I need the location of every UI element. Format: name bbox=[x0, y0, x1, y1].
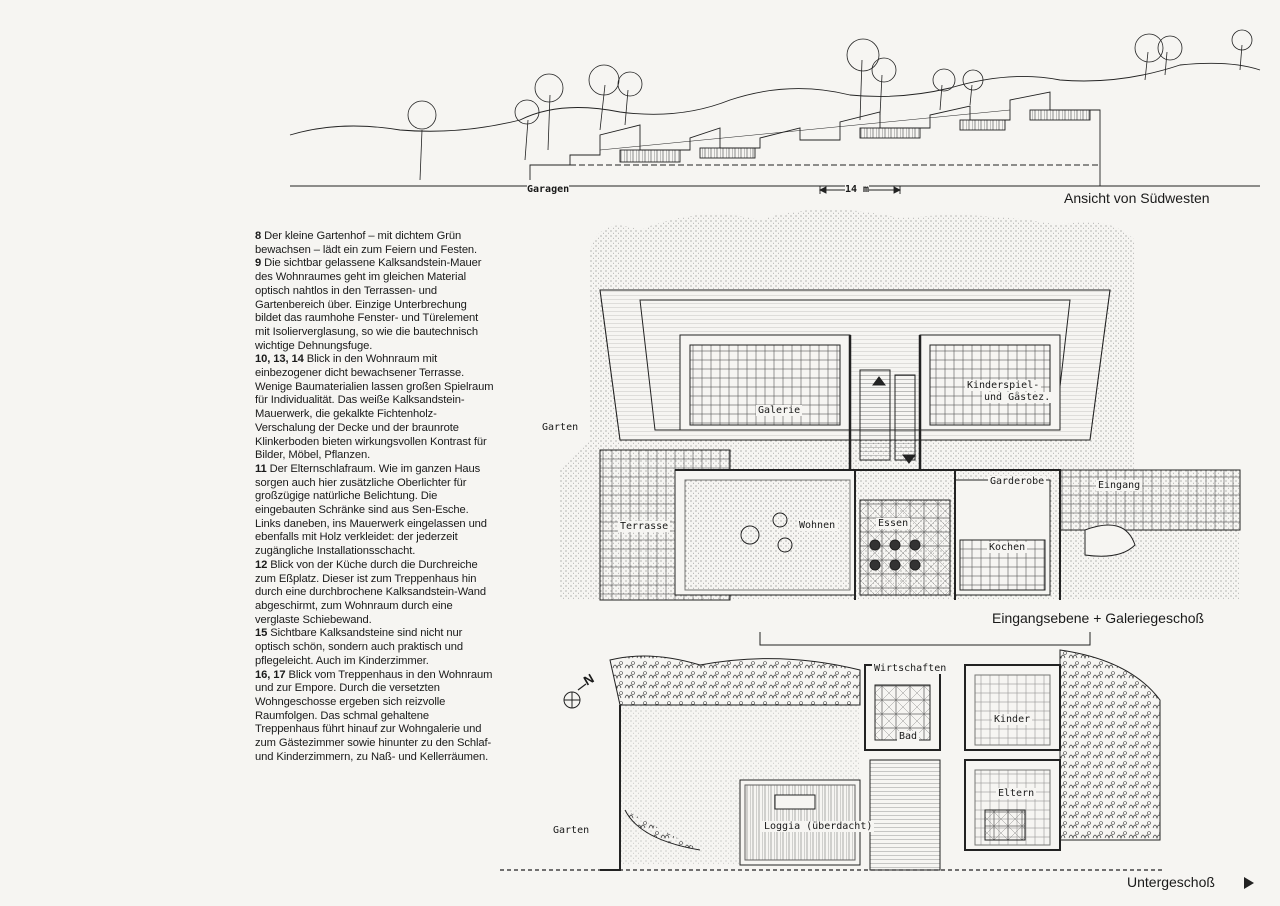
label-scale: 14 m bbox=[845, 184, 870, 195]
room-wohnen: Wohnen bbox=[797, 520, 838, 531]
lower-plan-drawing bbox=[500, 632, 1165, 871]
caption-number: 11 bbox=[255, 462, 267, 475]
label-garten-lower: Garten bbox=[553, 825, 590, 836]
next-page-arrow-icon bbox=[1244, 877, 1254, 889]
room-gaeste: und Gästez. bbox=[982, 392, 1053, 403]
room-kinderspiel: Kinderspiel- bbox=[965, 380, 1042, 391]
label-eingang: Eingang bbox=[1096, 480, 1143, 491]
caption-number: 8 bbox=[255, 230, 262, 242]
caption-text: Sichtbare Kalksandsteine sind nicht nur … bbox=[255, 627, 463, 667]
room-wirtschaften: Wirtschaften bbox=[872, 663, 949, 674]
caption-text: Die sichtbar gelassene Kalksandstein-Mau… bbox=[255, 257, 482, 352]
caption-number: 16, 17 bbox=[255, 668, 286, 681]
elevation-title: Ansicht von Südwesten bbox=[1064, 190, 1210, 206]
caption-text: Blick vom Treppenhaus in den Wohnraum un… bbox=[255, 668, 493, 763]
caption-number: 9 bbox=[255, 257, 262, 270]
caption-text: Der kleine Gartenhof – mit dichtem Grün … bbox=[255, 230, 478, 256]
caption-number: 12 bbox=[255, 558, 268, 571]
caption-item: 9 Die sichtbar gelassene Kalksandstein-M… bbox=[255, 257, 495, 353]
caption-item: 10, 13, 14 Blick in den Wohnraum mit ein… bbox=[255, 353, 495, 463]
label-garten-upper: Garten bbox=[542, 422, 579, 433]
caption-item: 12 Blick von der Küche durch die Durchre… bbox=[255, 559, 495, 628]
elevation-drawing bbox=[289, 29, 1261, 194]
caption-item: 16, 17 Blick vom Treppenhaus in den Wohn… bbox=[255, 669, 495, 765]
caption-column: 8 Der kleine Gartenhof – mit dichtem Grü… bbox=[255, 230, 495, 764]
room-garderobe: Garderobe bbox=[988, 476, 1047, 487]
room-essen: Essen bbox=[876, 518, 911, 529]
caption-text: Der Elternschlafraum. Wie im ganzen Haus… bbox=[255, 462, 487, 558]
caption-number: 15 bbox=[255, 627, 268, 640]
caption-text: Blick von der Küche durch die Durchreich… bbox=[255, 558, 486, 626]
room-kinder: Kinder bbox=[992, 714, 1033, 725]
lower-plan-title: Untergeschoß bbox=[1127, 874, 1215, 890]
caption-text: Blick in den Wohnraum mit einbezogener d… bbox=[255, 353, 494, 462]
room-bad: Bad bbox=[897, 731, 920, 742]
label-garagen: Garagen bbox=[527, 184, 570, 195]
room-galerie: Galerie bbox=[756, 405, 803, 416]
room-terrasse: Terrasse bbox=[618, 521, 671, 532]
room-eltern: Eltern bbox=[996, 788, 1037, 799]
room-kochen: Kochen bbox=[987, 542, 1028, 553]
upper-plan-title: Eingangsebene + Galeriegeschoß bbox=[992, 610, 1205, 626]
caption-number: 10, 13, 14 bbox=[255, 353, 304, 366]
room-loggia: Loggia (überdacht) bbox=[762, 821, 875, 832]
upper-plan-drawing bbox=[560, 209, 1241, 601]
caption-item: 15 Sichtbare Kalksandsteine sind nicht n… bbox=[255, 627, 495, 668]
caption-item: 11 Der Elternschlafraum. Wie im ganzen H… bbox=[255, 463, 495, 559]
caption-item: 8 Der kleine Gartenhof – mit dichtem Grü… bbox=[255, 230, 495, 257]
